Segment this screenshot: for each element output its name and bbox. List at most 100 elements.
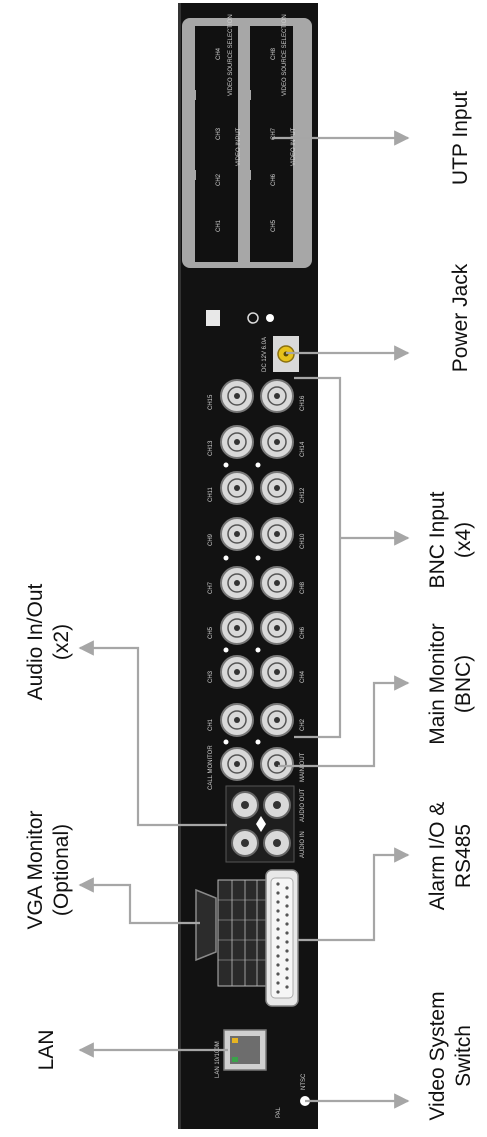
label-ch12: CH12 — [300, 487, 306, 503]
callout-video-switch-l1: Video System — [426, 991, 449, 1120]
utp-card-ch8: CH8 — [271, 47, 277, 60]
label-ch7: CH7 — [208, 581, 214, 594]
utp-card-ch5: CH5 — [271, 219, 277, 232]
group-dot — [223, 555, 229, 561]
callout-power-jack: Power Jack — [449, 263, 472, 372]
bnc-ch10[interactable] — [260, 517, 294, 551]
bnc-ch11[interactable] — [220, 471, 254, 505]
group-dot — [255, 647, 261, 653]
dc-label: DC 12V 6.0A — [262, 337, 268, 372]
utp-card-ch4: CH4 — [216, 47, 222, 60]
audio-divider-icon — [256, 816, 266, 832]
pal-label: PAL — [276, 1106, 282, 1118]
audio-out-label: AUDIO OUT — [300, 788, 306, 822]
ground-icon — [247, 312, 259, 324]
video-input-label-2: VIDEO INPUT — [291, 127, 297, 166]
bnc-ch6[interactable] — [260, 611, 294, 645]
bnc-ch16[interactable] — [260, 379, 294, 413]
callout-vga-l2: (Optional) — [50, 824, 73, 916]
bnc-call-monitor[interactable] — [220, 747, 254, 781]
bnc-bracket — [294, 376, 342, 739]
callout-video-switch-l2: Switch — [452, 1025, 475, 1087]
panel-small-items — [206, 310, 274, 326]
label-ch13: CH13 — [208, 440, 214, 456]
callout-audio-l2: (x2) — [50, 624, 73, 660]
card-header-2: VIDEO SOURCE SELECTION — [282, 14, 288, 96]
alarm-dsub-connector[interactable] — [265, 869, 299, 1007]
lan-led-green — [232, 1057, 238, 1062]
label-ch15: CH15 — [208, 394, 214, 410]
lan-led-amber — [232, 1038, 238, 1043]
label-ch2: CH2 — [300, 718, 306, 731]
audio-out-left[interactable] — [231, 791, 259, 819]
utp-card-bay: VIDEO SOURCE SELECTION VIDEO SOURCE SELE… — [182, 14, 312, 268]
audio-leader — [78, 640, 227, 827]
audio-in-label: AUDIO IN — [300, 831, 306, 858]
bnc-ch14[interactable] — [260, 425, 294, 459]
label-ch16: CH16 — [300, 395, 306, 411]
bnc-connectors: CH15 CH13 CH11 CH9 CH7 CH5 CH3 CH1 CALL … — [208, 379, 306, 790]
label-ch1: CH1 — [208, 718, 214, 731]
callouts: UTP Input Power Jack BNC Input (x4) Main… — [24, 91, 475, 1121]
bnc-ch2[interactable] — [260, 703, 294, 737]
bnc-ch15[interactable] — [220, 379, 254, 413]
utp-card-ch7: CH7 — [271, 127, 277, 140]
group-dot — [223, 647, 229, 653]
panel-edge — [178, 3, 181, 1129]
lan-label: LAN 10/100M — [215, 1041, 221, 1078]
group-dot — [255, 462, 261, 468]
utp-card-slot-2 — [250, 26, 293, 262]
callout-bnc-input-l2: (x4) — [452, 522, 475, 558]
label-call-monitor: CALL MONITOR — [208, 745, 214, 790]
bnc-ch9[interactable] — [220, 517, 254, 551]
group-dot — [223, 462, 229, 468]
vga-area — [195, 879, 269, 987]
audio-out-right[interactable] — [263, 791, 291, 819]
label-ch5: CH5 — [208, 626, 214, 639]
label-ch11: CH11 — [208, 486, 214, 502]
callout-lan: LAN — [35, 1030, 58, 1071]
bnc-ch4[interactable] — [260, 655, 294, 689]
utp-card-ch1: CH1 — [216, 219, 222, 232]
callout-main-monitor-l2: (BNC) — [452, 655, 475, 713]
bnc-main-out[interactable] — [260, 747, 294, 781]
callout-audio-l1: Audio In/Out — [24, 583, 47, 700]
vga-port[interactable] — [195, 888, 217, 962]
label-main-out: MAIN OUT — [300, 752, 306, 782]
utp-card-ch3: CH3 — [216, 127, 222, 140]
leader-lines — [78, 130, 410, 1109]
utp-card-ch2: CH2 — [216, 173, 222, 186]
label-ch4: CH4 — [300, 670, 306, 683]
bnc-ch7[interactable] — [220, 566, 254, 600]
bnc-ch12[interactable] — [260, 471, 294, 505]
spec-sticker — [217, 879, 269, 987]
group-dot — [255, 555, 261, 561]
label-ch6: CH6 — [300, 626, 306, 639]
callout-bnc-input-l1: BNC Input — [426, 491, 449, 588]
bnc-ch13[interactable] — [220, 425, 254, 459]
bnc-ch1[interactable] — [220, 703, 254, 737]
label-ch8: CH8 — [300, 581, 306, 594]
audio-block: AUDIO OUT AUDIO IN — [225, 785, 306, 863]
vga-leader — [78, 877, 200, 925]
label-ch9: CH9 — [208, 533, 214, 546]
bnc-ch8[interactable] — [260, 566, 294, 600]
label-ch3: CH3 — [208, 670, 214, 683]
bnc-ch5[interactable] — [220, 611, 254, 645]
alarm-leader — [298, 847, 410, 942]
video-input-label-1: VIDEO INPUT — [236, 127, 242, 166]
callout-utp-input: UTP Input — [449, 91, 472, 185]
label-ch10: CH10 — [300, 533, 306, 549]
lan-port[interactable]: LAN 10/100M — [215, 1029, 267, 1078]
callout-main-monitor-l1: Main Monitor — [426, 623, 449, 744]
label-ch14: CH14 — [300, 441, 306, 457]
card-header-1: VIDEO SOURCE SELECTION — [228, 14, 234, 96]
callout-alarm-l1: Alarm I/O & — [426, 802, 449, 911]
utp-card-ch6: CH6 — [271, 173, 277, 186]
audio-in-left[interactable] — [231, 829, 259, 857]
audio-in-right[interactable] — [263, 829, 291, 857]
group-dot — [255, 739, 261, 745]
indicator-led — [266, 314, 274, 322]
bnc-ch3[interactable] — [220, 655, 254, 689]
